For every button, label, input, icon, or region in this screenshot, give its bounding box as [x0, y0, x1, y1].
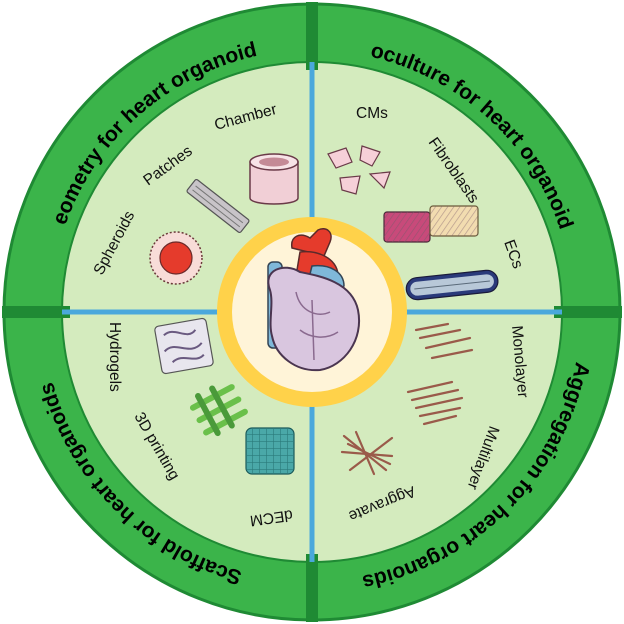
- cms-label: CMs: [356, 105, 388, 122]
- decm-label: dECM: [249, 506, 294, 529]
- patch-icon: [186, 178, 250, 234]
- spheroid-icon: [149, 231, 203, 285]
- aggregate-fibers-icon: [340, 430, 394, 476]
- printed-lattice-icon: [189, 384, 248, 437]
- cardiomyocyte-cells-icon: [327, 145, 391, 195]
- monolayer-label: Monolayer: [508, 325, 531, 399]
- fibroblast-tissue-icon: [383, 205, 479, 243]
- decm-mesh-icon: [245, 427, 295, 475]
- hydrogel-icon: [154, 317, 214, 375]
- hydrogels-label: Hydrogels: [106, 322, 123, 392]
- monolayer-fibers-icon: [414, 322, 474, 360]
- heart-icon: [267, 228, 361, 372]
- endothelial-vessel-icon: [405, 269, 499, 301]
- multilayer-fibers-icon: [406, 380, 464, 426]
- chamber-icon: [249, 153, 299, 205]
